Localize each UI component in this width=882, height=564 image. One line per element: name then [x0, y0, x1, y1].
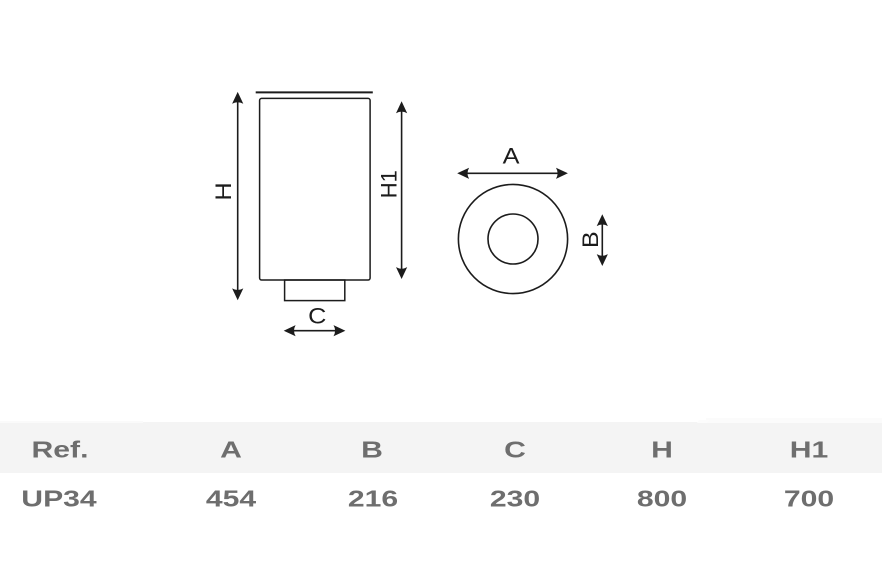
svg-text:H: H	[212, 182, 236, 200]
svg-text:H1: H1	[377, 170, 402, 198]
svg-text:C: C	[308, 305, 326, 329]
svg-text:A: A	[503, 145, 520, 169]
svg-text:B: B	[579, 231, 603, 248]
